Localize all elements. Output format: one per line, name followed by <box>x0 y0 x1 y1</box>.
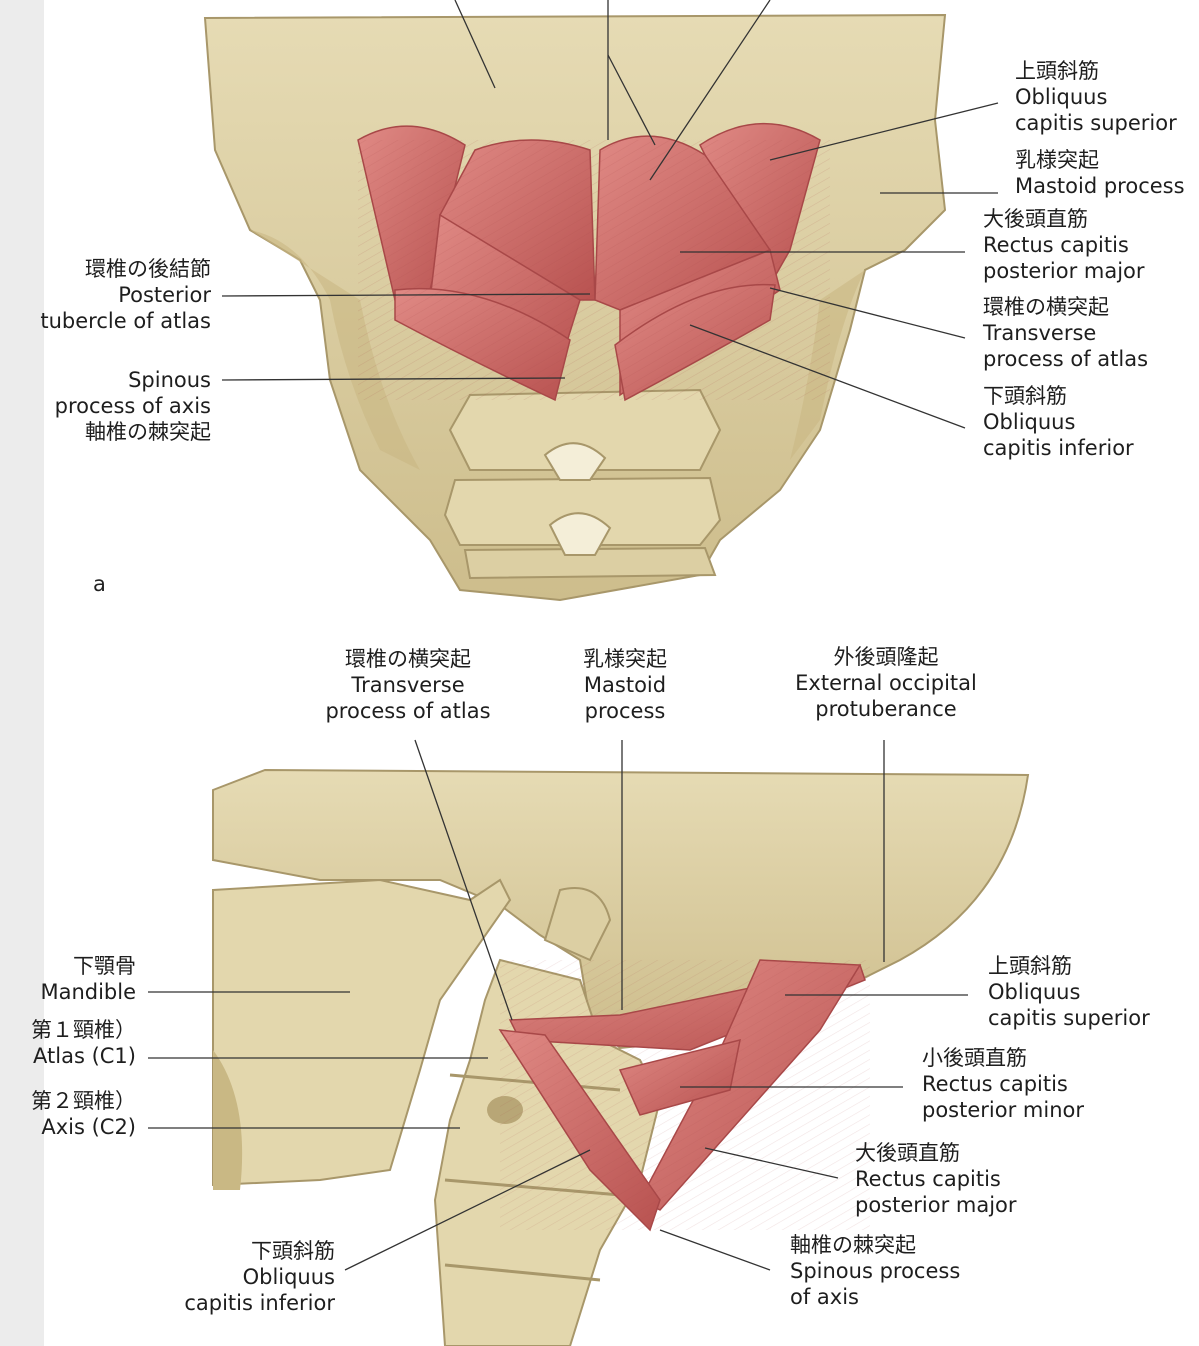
page-gutter <box>0 0 44 1346</box>
label-b-mandible: 下顎骨 Mandible <box>40 954 136 1004</box>
label-a-transverse: 環椎の横突起 Transverse process of atlas <box>983 295 1149 371</box>
panel-a-vertebrae <box>443 388 722 580</box>
label-a-mastoid: 乳様突起 Mastoid process <box>1015 148 1185 198</box>
label-a-obliquus-inferior: 下頭斜筋 Obliquus capitis inferior <box>983 384 1134 460</box>
label-a-rectus-major: 大後頭直筋 Rectus capitis posterior major <box>983 207 1145 283</box>
label-a-posterior-tubercle: 環椎の後結節 Posterior tubercle of atlas <box>40 257 211 333</box>
label-b-obliquus-inferior: 下頭斜筋 Obliquus capitis inferior <box>184 1239 335 1315</box>
panel-a-muscles <box>357 123 830 402</box>
label-b-rectus-major: 大後頭直筋 Rectus capitis posterior major <box>855 1141 1017 1217</box>
label-a-spinous: Spinous process of axis 軸椎の棘突起 <box>54 368 211 444</box>
panel-b-mandible <box>212 878 512 1190</box>
label-b-transverse: 環椎の横突起 Transverse process of atlas <box>325 647 491 723</box>
label-b-axis: 第２頸椎） Axis (C2) <box>31 1089 136 1139</box>
panel-b-muscles <box>498 959 870 1232</box>
panel-a-letter: a <box>93 572 106 596</box>
panel-b-leaders <box>148 739 968 1271</box>
label-b-atlas: 第１頸椎） Atlas (C1) <box>31 1018 136 1068</box>
panel-a-leaders <box>221 0 999 429</box>
label-b-spinous: 軸椎の棘突起 Spinous process of axis <box>790 1233 961 1309</box>
label-a-obliquus-superior: 上頭斜筋 Obliquus capitis superior <box>1015 59 1177 135</box>
label-b-ext-occipital: 外後頭隆起 External occipital protuberance <box>795 645 977 721</box>
label-b-mastoid: 乳様突起 Mastoid process <box>583 647 667 723</box>
label-b-rectus-minor: 小後頭直筋 Rectus capitis posterior minor <box>922 1046 1084 1122</box>
label-b-obliquus-superior: 上頭斜筋 Obliquus capitis superior <box>988 954 1150 1030</box>
